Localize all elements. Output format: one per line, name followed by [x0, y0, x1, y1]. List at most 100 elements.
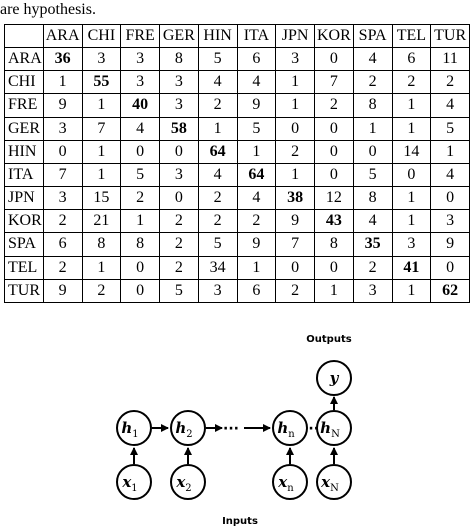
table-cell: 0: [314, 46, 354, 72]
table-cell: 3: [120, 46, 160, 72]
table-cell: 6: [42, 232, 83, 257]
table-cell: 0: [352, 139, 393, 164]
column-header: TUR: [430, 24, 470, 48]
table-cell: 3: [391, 232, 432, 257]
row-header: HIN: [4, 139, 44, 164]
table-cell: 3: [42, 186, 83, 211]
table-cell: 1: [275, 93, 315, 118]
table-cell: 14: [391, 139, 432, 164]
column-header: SPA: [352, 24, 393, 48]
table-cell: 6: [236, 278, 277, 304]
table-cell: 2: [275, 278, 315, 304]
table-cell: 34: [197, 255, 238, 280]
table-cell: 0: [159, 186, 199, 211]
table-cell: 0: [120, 139, 160, 164]
table-cell: 2: [42, 255, 83, 280]
table-cell: 0: [275, 116, 315, 141]
column-header: ITA: [236, 24, 277, 48]
hidden-node-1-label: h1: [121, 419, 138, 440]
table-cell: 2: [430, 70, 470, 95]
table-cell: 9: [430, 232, 470, 257]
column-header: FRE: [120, 24, 160, 48]
table-cell: 1: [275, 70, 315, 95]
table-cell: 4: [430, 162, 470, 188]
row-header: JPN: [4, 186, 44, 211]
input-node-2-label: x2: [175, 473, 191, 494]
diagonal-cell: 40: [120, 93, 160, 118]
table-corner-cell: [4, 24, 44, 48]
table-cell: 1: [275, 162, 315, 188]
table-cell: 7: [81, 116, 122, 141]
table-cell: 3: [81, 46, 122, 72]
table-cell: 3: [159, 93, 199, 118]
column-header: JPN: [275, 24, 315, 48]
table-cell: 1: [81, 139, 122, 164]
table-cell: 8: [120, 232, 160, 257]
table-cell: 5: [159, 278, 199, 304]
output-node-label: y: [329, 369, 340, 387]
caption-text: are hypothesis.: [0, 1, 96, 18]
table-cell: 4: [352, 46, 393, 72]
input-node-1-circle: [116, 464, 152, 500]
row-header: TEL: [4, 255, 44, 280]
table-cell: 3: [430, 209, 470, 234]
table-cell: 1: [391, 186, 432, 211]
table-cell: 8: [81, 232, 122, 257]
table-cell: 0: [314, 255, 354, 280]
table-cell: 4: [236, 70, 277, 95]
table-cell: 2: [159, 232, 199, 257]
inputs-label: Inputs: [222, 516, 258, 527]
table-cell: 3: [352, 278, 393, 304]
diagonal-cell: 35: [352, 232, 393, 257]
table-cell: 2: [197, 186, 238, 211]
outputs-label: Outputs: [306, 334, 351, 345]
table-cell: 8: [352, 186, 393, 211]
row-header: CHI: [4, 70, 44, 95]
table-cell: 8: [314, 232, 354, 257]
diagonal-cell: 38: [275, 186, 315, 211]
table-cell: 9: [42, 93, 83, 118]
hidden-node-N-circle: [316, 410, 352, 446]
table-cell: 2: [391, 70, 432, 95]
diagonal-cell: 43: [314, 209, 354, 234]
table-cell: 0: [159, 139, 199, 164]
table-cell: 1: [236, 139, 277, 164]
input-node-1-label: x1: [121, 473, 137, 494]
row-header: TUR: [4, 278, 44, 304]
table-cell: 1: [352, 116, 393, 141]
table-cell: 2: [275, 139, 315, 164]
table-cell: 4: [197, 70, 238, 95]
table-cell: 1: [314, 278, 354, 304]
table-cell: 5: [352, 162, 393, 188]
hidden-node-1-circle: [116, 410, 152, 446]
table-cell: 1: [391, 116, 432, 141]
column-header: TEL: [391, 24, 432, 48]
table-cell: 0: [391, 162, 432, 188]
table-cell: 7: [42, 162, 83, 188]
table-cell: 0: [430, 186, 470, 211]
table-cell: 1: [81, 162, 122, 188]
output-node-circle: [316, 360, 352, 396]
table-cell: 2: [120, 186, 160, 211]
table-cell: 3: [42, 116, 83, 141]
diagonal-cell: 62: [430, 278, 470, 304]
table-cell: 0: [275, 255, 315, 280]
input-node-n-circle: [272, 464, 308, 500]
table-cell: 5: [236, 116, 277, 141]
column-header: KOR: [314, 24, 354, 48]
hidden-node-N-label: hN: [320, 419, 340, 440]
input-node-N-label: xN: [320, 473, 339, 494]
table-cell: 4: [236, 186, 277, 211]
table-cell: 0: [430, 255, 470, 280]
table-cell: 5: [430, 116, 470, 141]
input-node-n-label: xn: [277, 473, 294, 494]
table-cell: 8: [159, 46, 199, 72]
